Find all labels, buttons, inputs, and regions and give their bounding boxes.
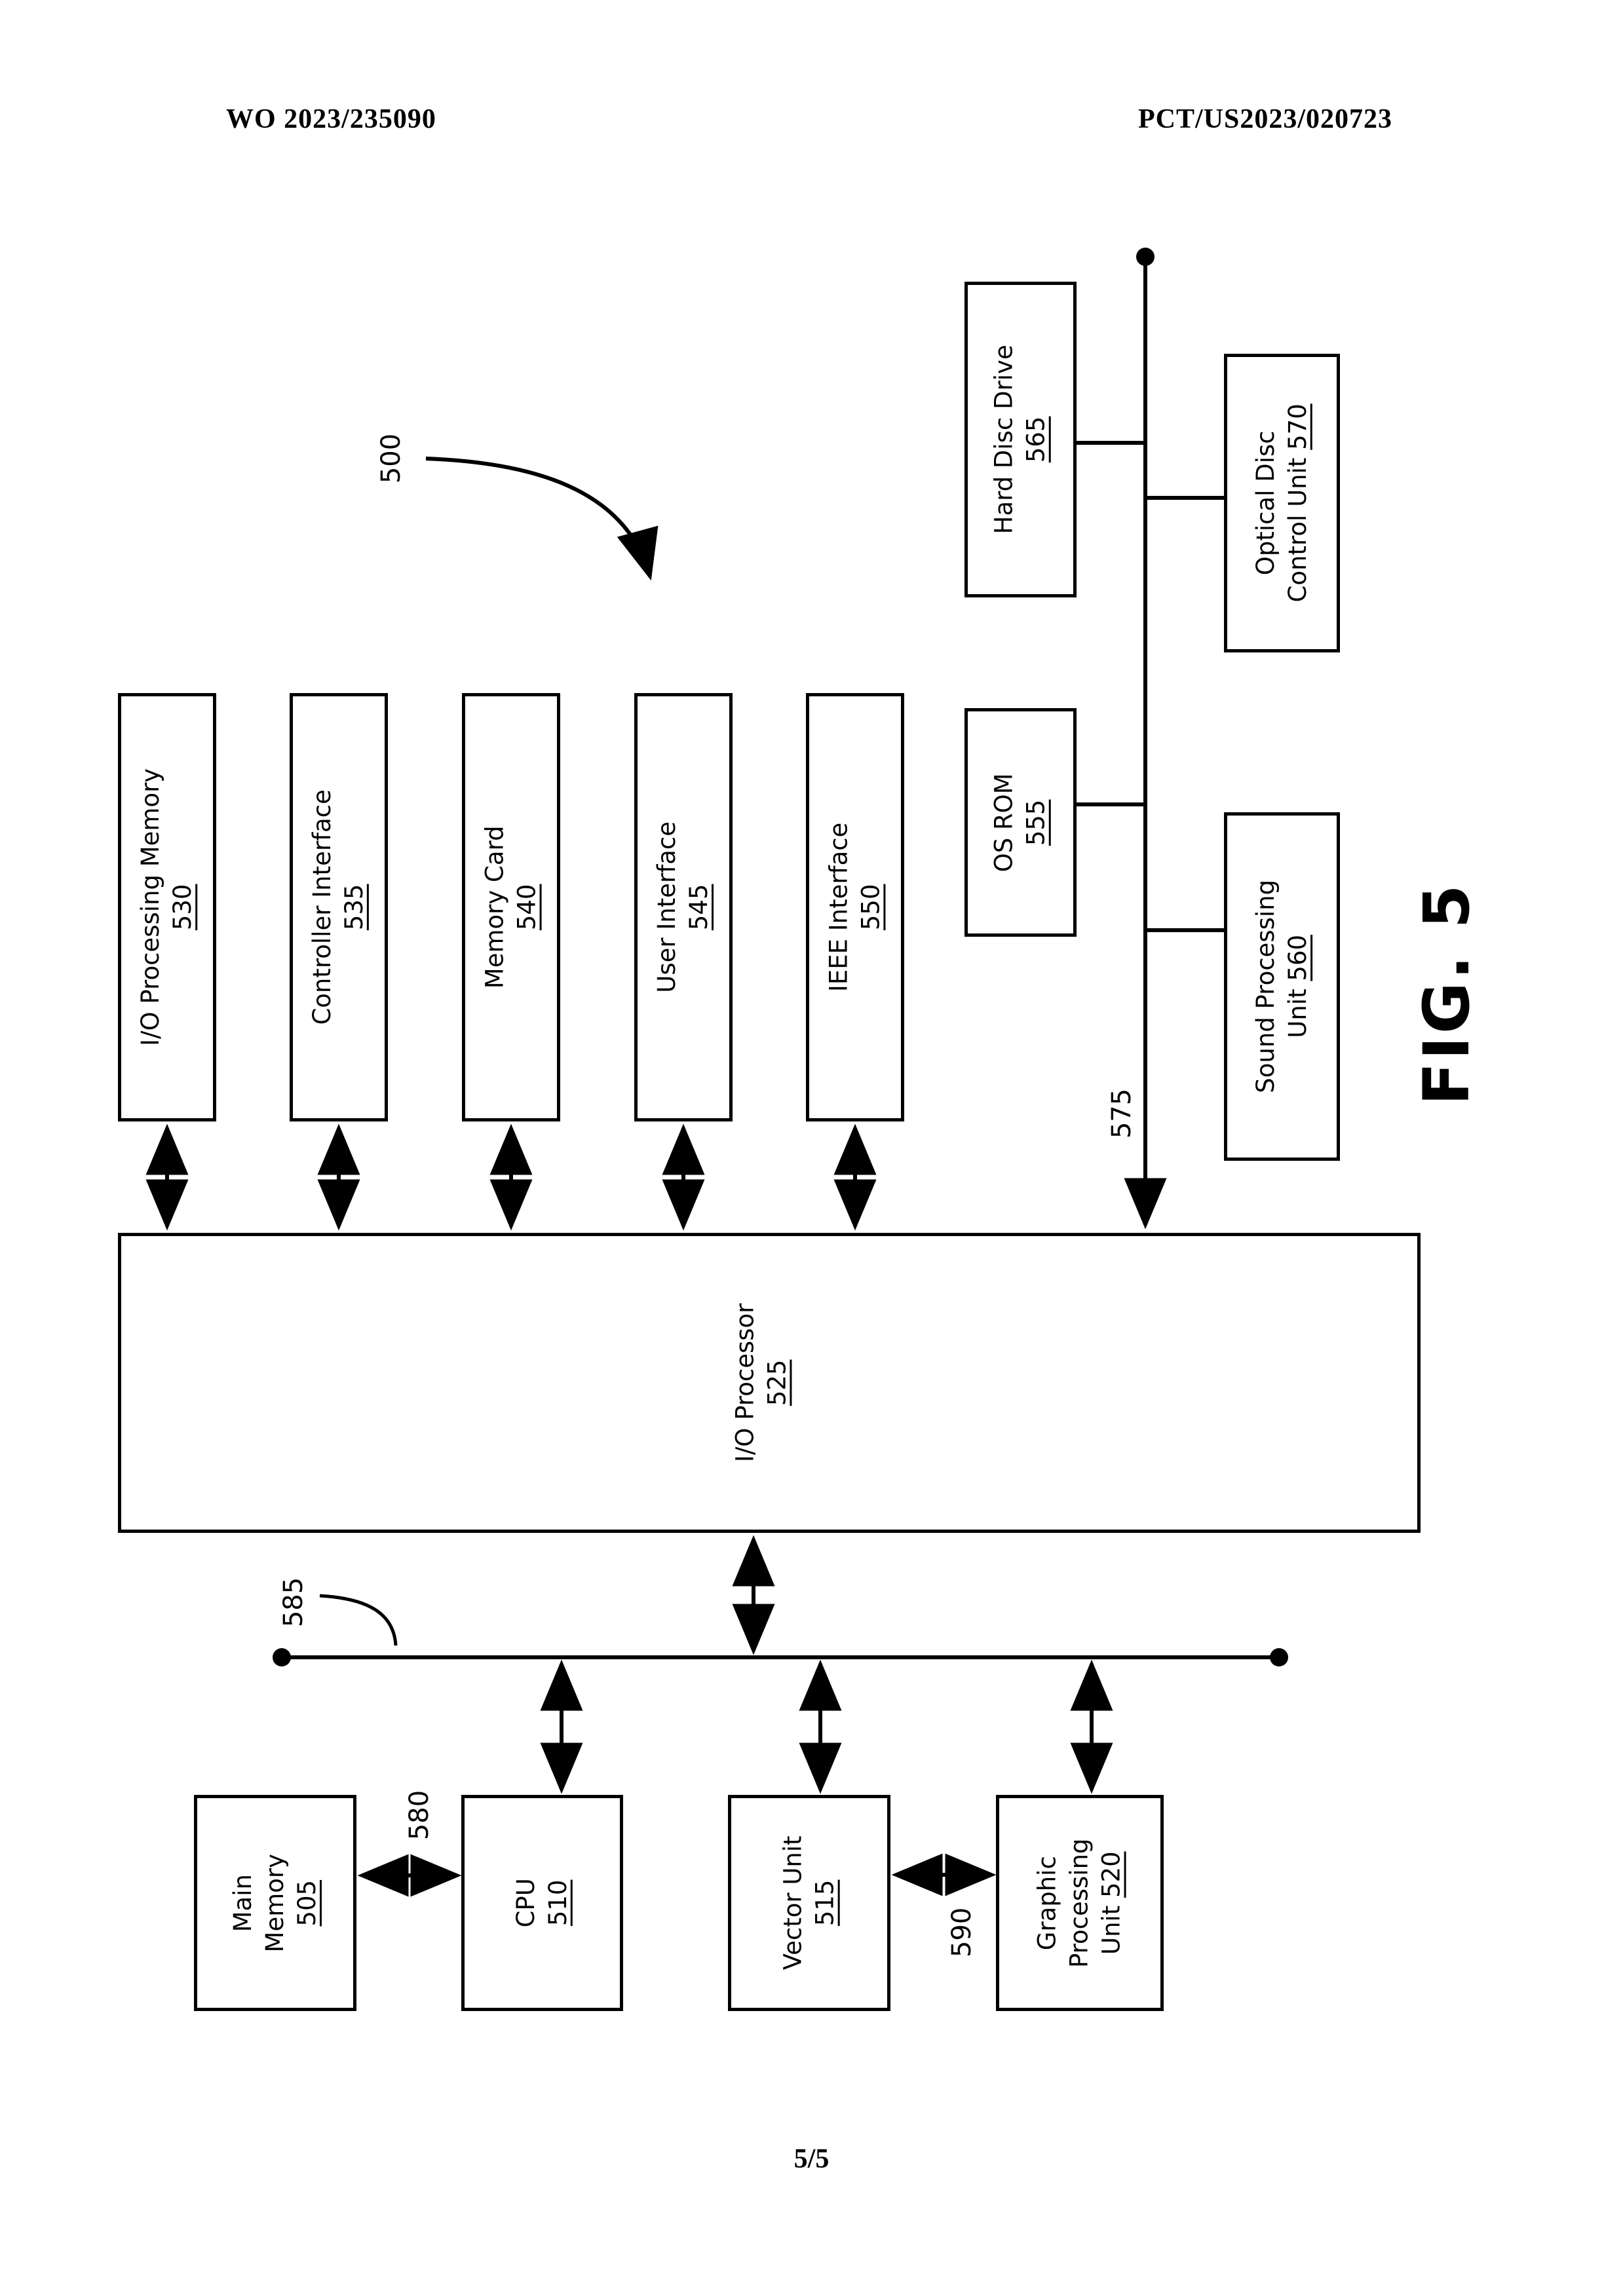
ref-500-leader-arrow <box>425 457 659 581</box>
ref-585-leader <box>319 1594 398 1646</box>
ref-580-label: 580 <box>404 1790 434 1841</box>
bus-585-right-dot <box>1270 1648 1288 1666</box>
ref-585-label: 585 <box>278 1577 309 1628</box>
bus-585-left-dot <box>273 1648 291 1666</box>
ref-575-label: 575 <box>1107 1088 1137 1139</box>
figure-caption: FIG. 5 <box>1410 882 1483 1106</box>
sheet-number: 5/5 <box>793 2144 830 2174</box>
ref-500-label: 500 <box>376 433 406 484</box>
ref-590-label: 590 <box>947 1907 977 1958</box>
application-number: PCT/US2023/020723 <box>1137 104 1392 134</box>
publication-number: WO 2023/235090 <box>226 104 436 134</box>
